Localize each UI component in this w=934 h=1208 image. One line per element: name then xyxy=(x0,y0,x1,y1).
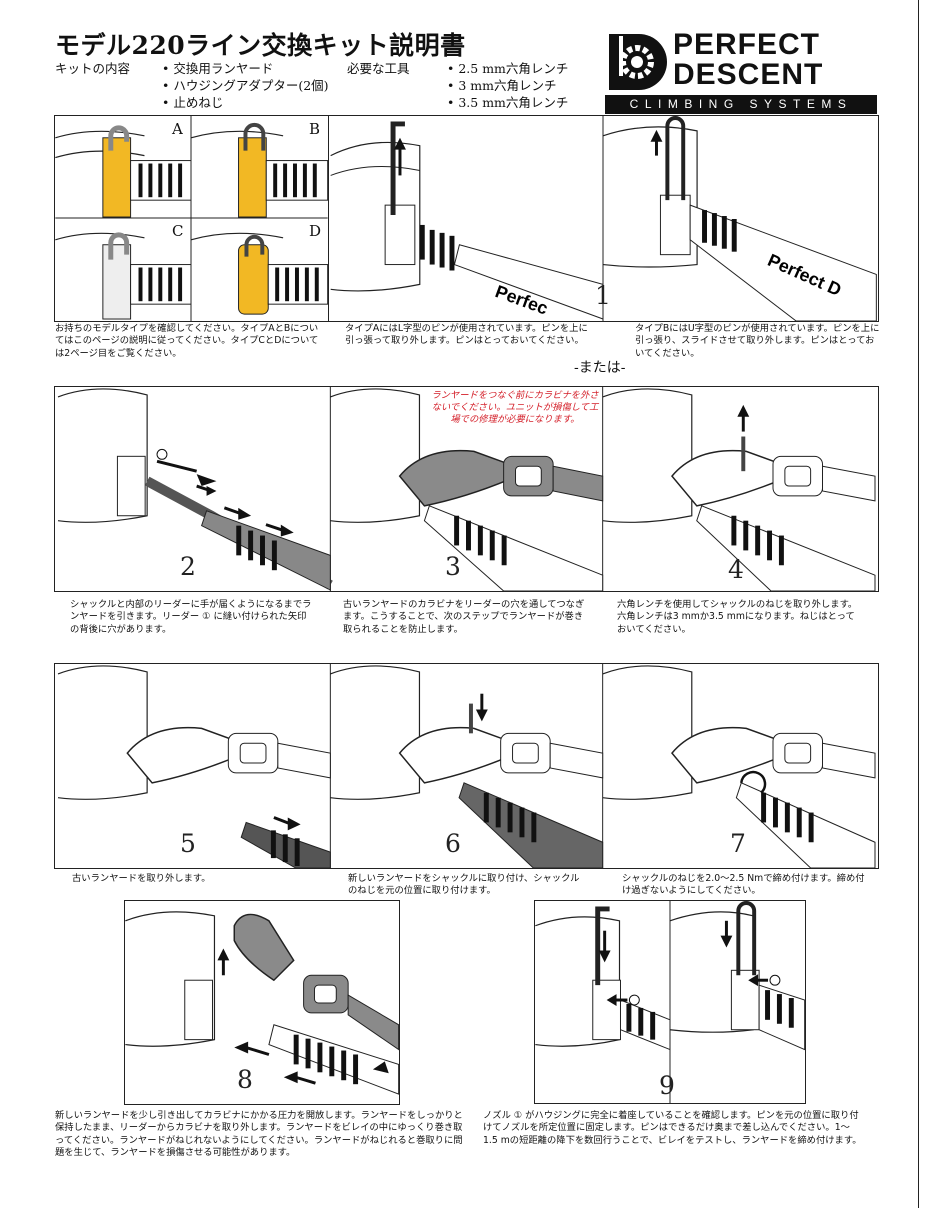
caption-type-b: タイプBにはU字型のピンが使用されています。ピンを上に引っ張り、スライドさせて取… xyxy=(635,323,880,359)
type-letter-d: D xyxy=(309,222,322,240)
caption-step-9: ノズル ① がハウジングに完全に着座していることを確認します。ピンを元の位置に取… xyxy=(483,1110,862,1146)
type-letter-b: B xyxy=(309,120,321,138)
types-illustration xyxy=(55,116,328,321)
panel-row-3: 5 6 7 xyxy=(54,663,879,869)
panel-step-1: Perfec Perfect D 1 xyxy=(328,115,879,322)
logo-tagline: CLIMBING SYSTEMS xyxy=(605,95,877,114)
kit-item: • 止めねじ xyxy=(162,95,224,110)
or-separator: -または- xyxy=(574,360,626,376)
caption-step-6: 新しいランヤードをシャックルに取り付け、シャックルのねじを元の位置に取り付けます… xyxy=(348,873,580,897)
perfect-descent-logo: PERFECT DESCENT CLIMBING SYSTEMS xyxy=(605,30,877,114)
page-title: モデル220ライン交換キット説明書 xyxy=(55,31,466,60)
steps-2-4-illustration xyxy=(57,387,876,591)
type-letter-a: A xyxy=(172,120,183,138)
tool-item: • 2.5 mm六角レンチ xyxy=(447,61,569,76)
step-9-illustration xyxy=(535,901,805,1103)
step-number-9: 9 xyxy=(659,1071,675,1100)
panel-row-2: 2 3 4 xyxy=(54,386,879,592)
step-number-2: 2 xyxy=(180,552,196,581)
step-number-7: 7 xyxy=(730,829,746,858)
caption-step-3: 古いランヤードのカラビナをリーダーの穴を通してつなぎます。こうすることで、次のス… xyxy=(343,599,585,635)
panel-step-9: 9 xyxy=(534,900,806,1104)
caption-step-4: 六角レンチを使用してシャックルのねじを取り外します。六角レンチは3 mmか3.5… xyxy=(617,599,858,635)
step-number-1: 1 xyxy=(595,281,611,310)
caption-step-7: シャックルのねじを2.0～2.5 Nmで締め付けます。締め付け過ぎないようにして… xyxy=(622,873,865,897)
tool-item: • 3 mm六角レンチ xyxy=(447,78,557,93)
kit-item: • 交換用ランヤード xyxy=(162,61,274,76)
caption-step-5: 古いランヤードを取り外します。 xyxy=(72,873,211,884)
kit-label: キットの内容 xyxy=(55,61,131,76)
step-number-5: 5 xyxy=(180,829,196,858)
tools-list: • 2.5 mm六角レンチ • 3 mm六角レンチ • 3.5 mm六角レンチ xyxy=(447,60,568,111)
caption-step-8: 新しいランヤードを少し引き出してカラビナにかかる圧力を開放します。ランヤードをし… xyxy=(55,1110,463,1159)
steps-5-7-illustration xyxy=(57,664,876,868)
step-number-6: 6 xyxy=(445,829,461,858)
kit-contents-list: • 交換用ランヤード • ハウジングアダプター(2個) • 止めねじ xyxy=(162,60,329,111)
panel-step-8: 8 xyxy=(124,900,400,1105)
gear-logo-icon xyxy=(609,34,667,90)
step-number-3: 3 xyxy=(445,552,461,581)
caption-step-2: シャックルと内部のリーダーに手が届くようになるまでランヤードを引きます。リーダー… xyxy=(70,599,312,635)
type-letter-c: C xyxy=(172,222,184,240)
step-number-8: 8 xyxy=(237,1065,253,1094)
warning-note: ランヤードをつなぐ前にカラビナを外さないでください。ユニットが損傷して工場での修… xyxy=(431,390,599,425)
page-edge-line xyxy=(918,0,919,1208)
step-1-illustration: Perfec Perfect D xyxy=(330,116,877,321)
logo-line-perfect: PERFECT xyxy=(673,28,821,61)
kit-item: • ハウジングアダプター(2個) xyxy=(162,78,329,93)
caption-type-a: タイプAにはL字型のピンが使用されています。ピンを上に引っ張って取り外します。ピ… xyxy=(345,323,588,347)
logo-line-descent: DESCENT xyxy=(673,58,824,91)
caption-types: お持ちのモデルタイプを確認してください。タイプAとBについてはこのページの説明に… xyxy=(55,323,319,359)
tool-item: • 3.5 mm六角レンチ xyxy=(447,95,569,110)
panel-types: A B C D xyxy=(54,115,329,322)
step-8-illustration xyxy=(125,911,399,1095)
step-number-4: 4 xyxy=(728,555,744,584)
tools-label: 必要な工具 xyxy=(347,61,410,76)
